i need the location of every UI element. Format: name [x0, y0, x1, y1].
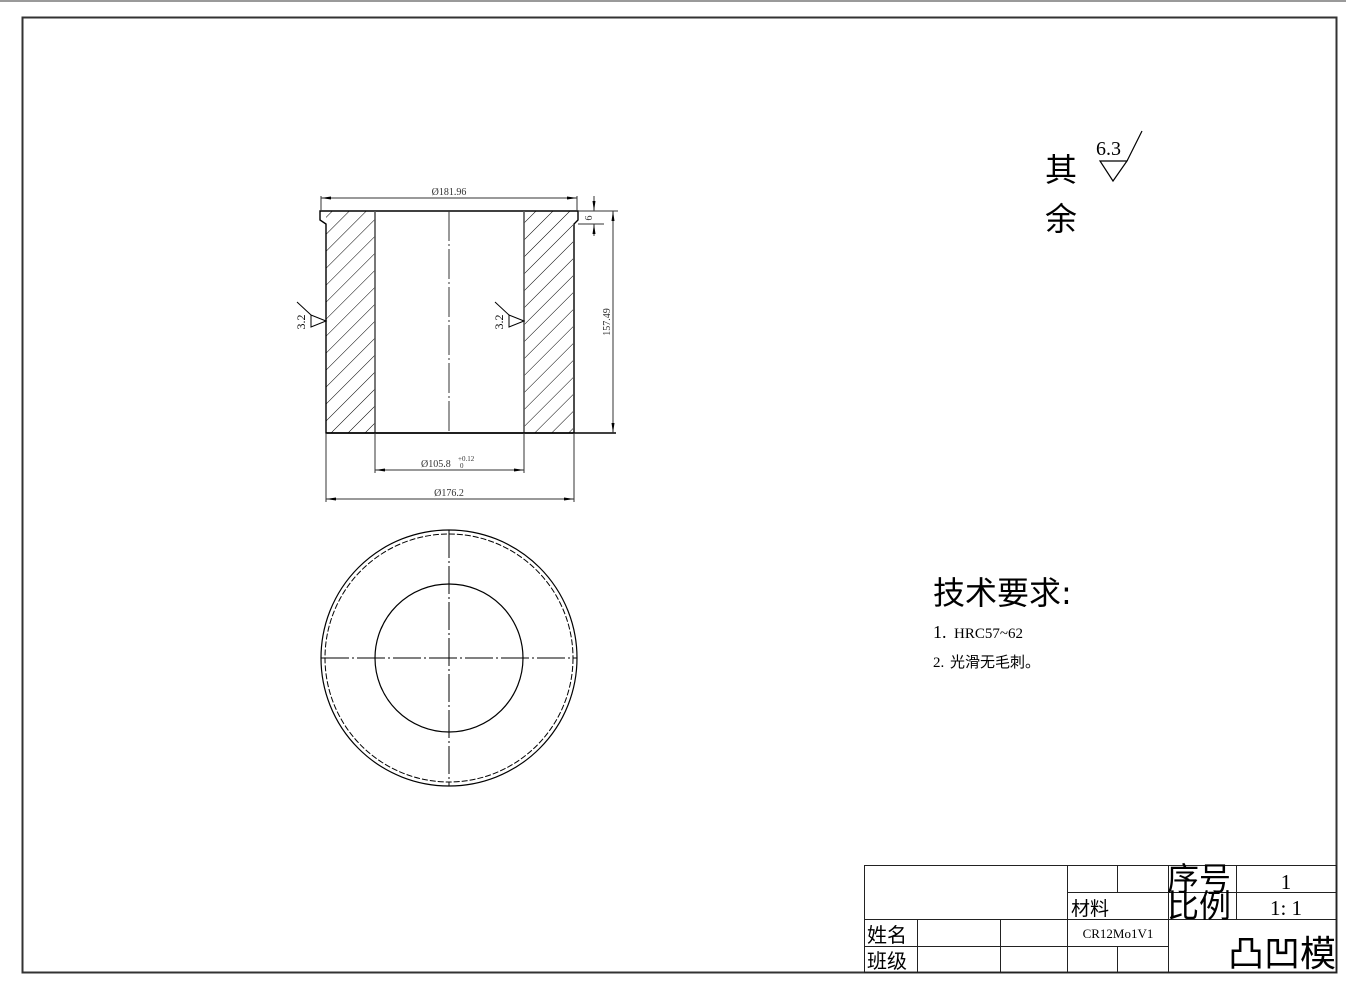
dim-bore-tol-upper: +0.12 — [458, 455, 475, 463]
tech-req-item-1-num: 1. — [933, 622, 947, 642]
dim-flange-diameter: Ø181.96 — [432, 187, 467, 198]
title-name-label: 姓名 — [867, 923, 907, 947]
front-section-view: Ø181.96 6 157.49 Ø105.8 +0.12 0 Ø176.2 3… — [294, 187, 618, 502]
left-wall-hatch — [326, 211, 375, 433]
roughness-symbol-left: 3.2 — [294, 301, 328, 330]
svg-text:余: 余 — [1045, 200, 1077, 238]
dim-step-height: 6 — [584, 216, 595, 221]
dim-bore-diameter: Ø105.8 — [421, 459, 451, 470]
svg-text:3.2: 3.2 — [294, 315, 308, 330]
svg-text:其: 其 — [1045, 151, 1077, 189]
right-wall-hatch — [524, 211, 573, 433]
svg-text:6.3: 6.3 — [1096, 138, 1121, 160]
dim-total-height: 157.49 — [602, 308, 613, 336]
title-scale-label: 比例 — [1167, 887, 1231, 925]
title-seq-value: 1 — [1281, 870, 1292, 894]
title-seq-label: 序号 — [1167, 860, 1231, 898]
drawing-frame — [21, 16, 1338, 974]
dim-outer-diameter: Ø176.2 — [434, 488, 464, 499]
general-roughness-note: 其 余 6.3 — [1045, 130, 1143, 238]
svg-text:3.2: 3.2 — [492, 315, 506, 330]
title-material-label: 材料 — [1071, 898, 1109, 920]
tech-req-item-2-num: 2. — [933, 655, 944, 671]
title-block — [864, 865, 1337, 973]
title-class-label: 班级 — [867, 949, 907, 973]
technical-requirements: 技术要求: 1. HRC57~62 2. 光滑无毛刺。 — [933, 574, 1072, 671]
title-scale-value: 1: 1 — [1270, 896, 1302, 920]
top-rule — [0, 0, 1346, 2]
tech-req-heading: 技术要求: — [933, 574, 1072, 612]
roughness-symbol-right: 3.2 — [492, 301, 526, 330]
dim-bore-tol-lower: 0 — [460, 462, 464, 470]
title-material-value: CR12Mo1V1 — [1083, 926, 1154, 941]
roughness-symbol-general — [1098, 130, 1143, 183]
tech-req-item-1-text: HRC57~62 — [954, 626, 1023, 642]
top-view — [320, 529, 578, 787]
tech-req-item-2-text: 光滑无毛刺。 — [950, 653, 1040, 671]
title-part-name: 凸凹模 — [1228, 934, 1336, 975]
